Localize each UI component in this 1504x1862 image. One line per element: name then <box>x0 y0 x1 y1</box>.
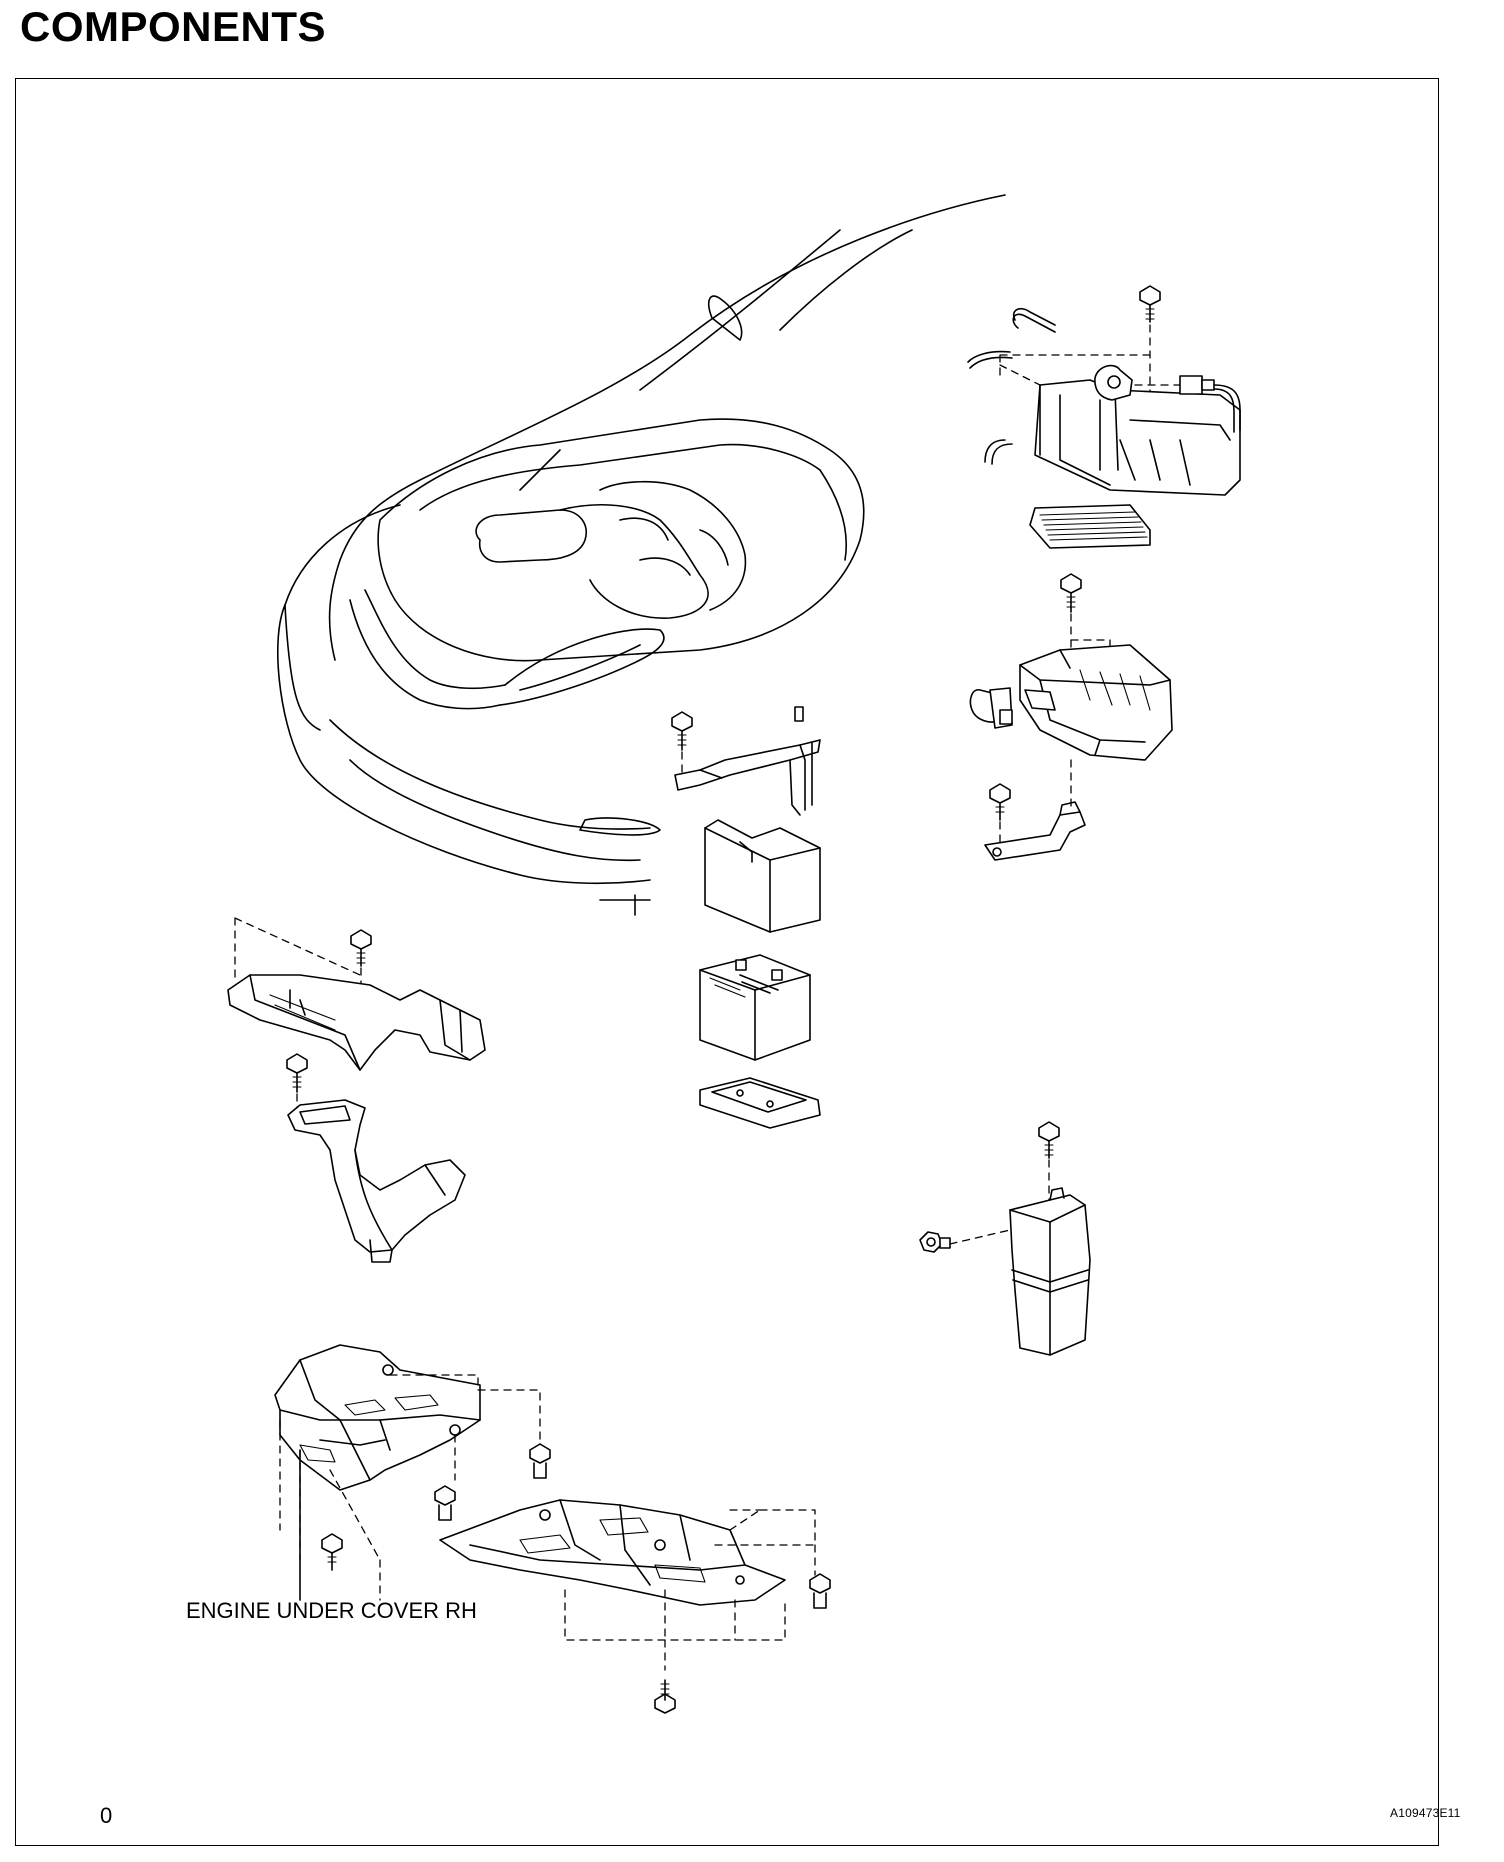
clip <box>434 1485 456 1521</box>
page-number: 0 <box>100 1803 113 1828</box>
air-cleaner-case-assembly <box>969 573 1173 861</box>
battery-hold-down-clamp <box>671 706 821 816</box>
page-title: COMPONENTS <box>20 3 327 50</box>
diagram-frame <box>15 78 1439 1846</box>
clip <box>529 1443 551 1479</box>
bolt <box>1038 1121 1060 1159</box>
air-cleaner-element <box>1029 504 1151 549</box>
bolt <box>989 783 1011 821</box>
air-cleaner-cap-assembly <box>967 285 1241 496</box>
air-inlet-duct-upper <box>227 917 486 1071</box>
bolt <box>286 1053 308 1093</box>
bolt <box>671 711 693 751</box>
bolt <box>321 1533 343 1571</box>
bolt <box>654 1679 676 1714</box>
air-inlet-duct-lower <box>286 1053 466 1263</box>
figure-code: A109473E11 <box>1390 1806 1461 1820</box>
bolt <box>1060 573 1082 613</box>
clip <box>809 1573 831 1609</box>
engine-under-cover-rh <box>274 1344 551 1601</box>
battery <box>699 954 811 1061</box>
engine-under-cover-rh-label: ENGINE UNDER COVER RH <box>186 1598 477 1623</box>
nut <box>919 1231 951 1253</box>
bolt <box>1139 285 1161 323</box>
vehicle-body-outline <box>277 194 1006 916</box>
reservoir-assembly <box>919 1121 1091 1356</box>
engine-under-cover-lower <box>439 1499 831 1714</box>
battery-tray <box>699 1077 821 1129</box>
battery-tray-insulator <box>704 819 821 933</box>
bolt <box>350 929 372 967</box>
